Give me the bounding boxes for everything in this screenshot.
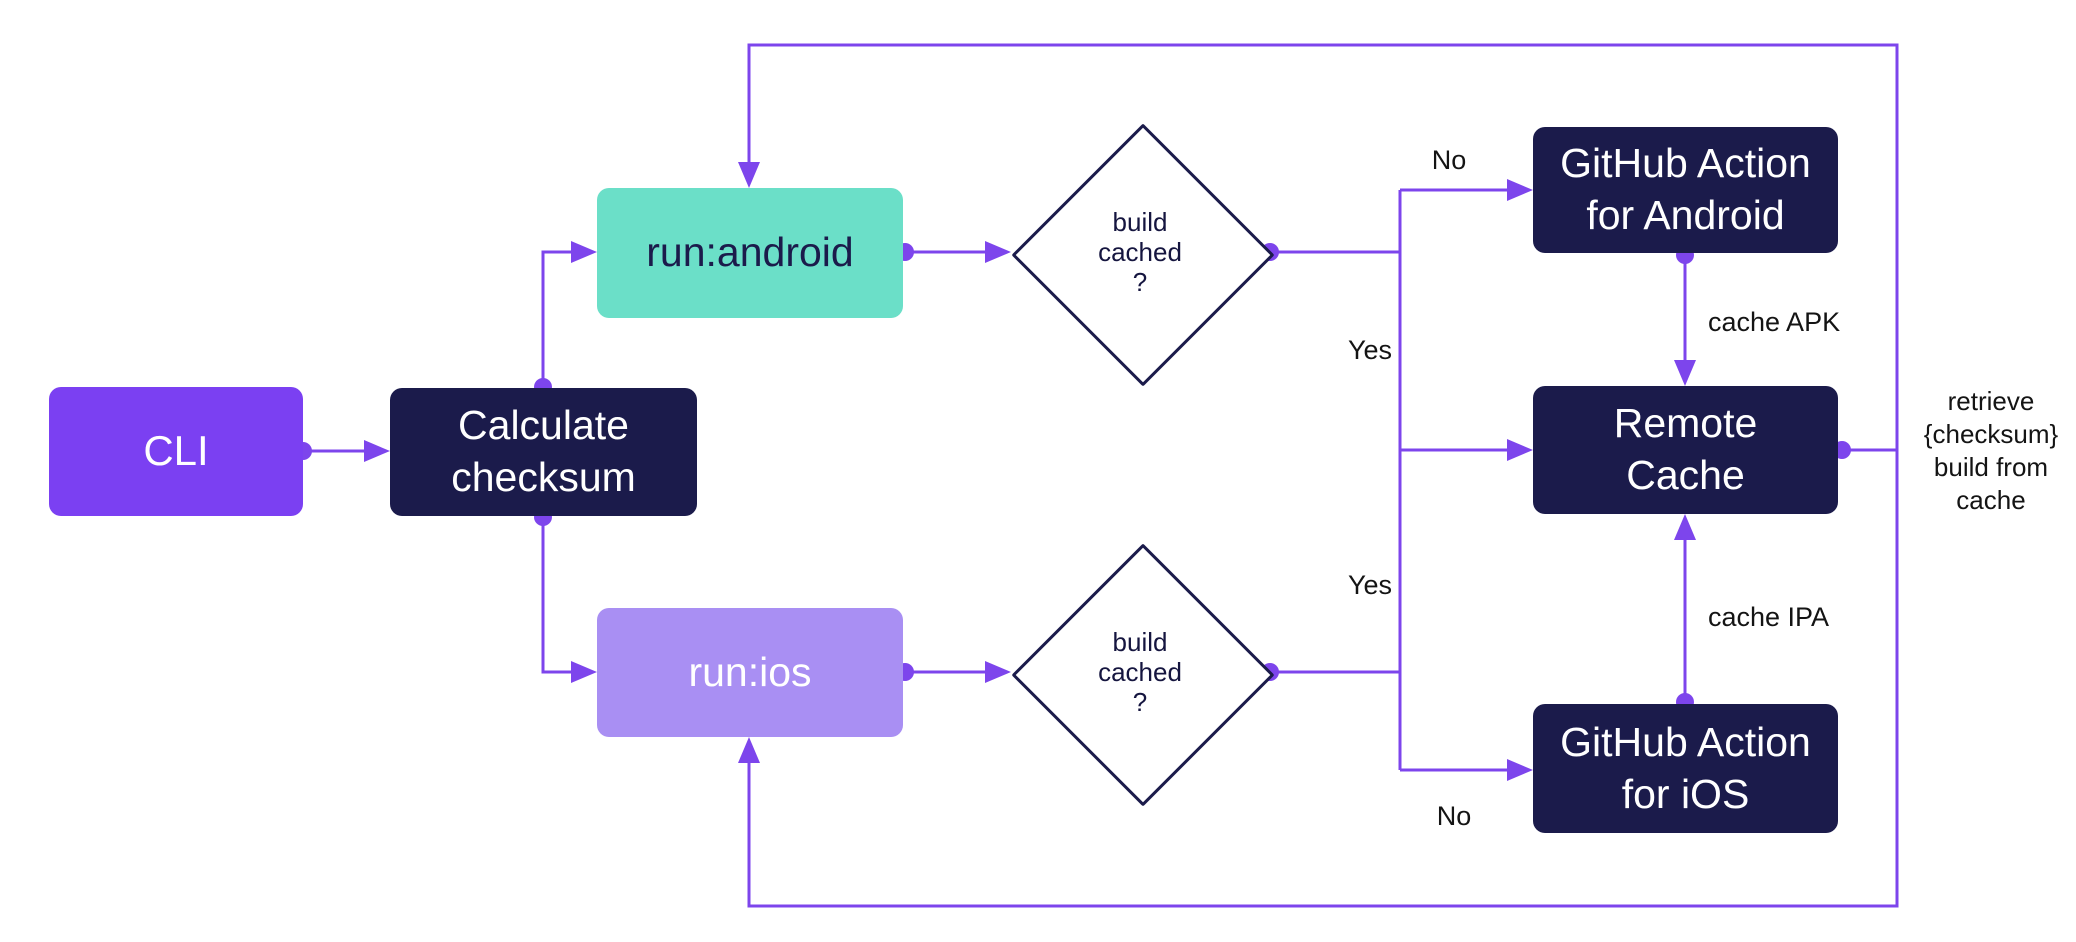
arrowhead-into-gha-android [1507,179,1533,201]
node-github-action-ios: GitHub Action for iOS [1533,704,1838,833]
edge-label-retrieve-from-cache: retrieve {checksum} build from cache [1923,386,2059,515]
edge-checksum-to-run-android [541,250,589,387]
edge-label-ios-yes: Yes [1347,570,1392,600]
arrowhead-loop-into-run-ios [738,737,760,763]
node-cli: CLI [49,387,303,516]
node-github-action-android-label: GitHub Action for Android [1560,140,1811,238]
node-github-action-ios-label: GitHub Action for iOS [1560,718,1811,817]
arrowhead-into-android-decision [985,241,1011,263]
edge-label-android-yes: Yes [1347,335,1392,365]
decision-ios-build-cached-label: build cached ? [1098,627,1182,717]
node-run-android-label: run:android [646,229,854,276]
node-calculate-checksum-label: Calculate checksum [451,402,636,500]
arrowhead-loop-into-run-android [738,162,760,188]
arrowhead-into-remote-cache-left [1507,439,1533,461]
node-github-action-android: GitHub Action for Android [1533,127,1838,253]
node-run-ios: run:ios [597,608,903,737]
node-remote-cache: Remote Cache [1533,386,1838,514]
edge-checksum-to-run-ios [541,517,589,674]
edge-label-cache-apk: cache APK [1708,307,1841,337]
arrowhead-into-run-android [571,241,597,263]
edge-label-cache-ipa: cache IPA [1708,602,1830,632]
arrowhead-into-gha-ios [1507,759,1533,781]
node-cli-label: CLI [143,427,209,475]
decision-android-build-cached-label: build cached ? [1098,207,1182,297]
node-calculate-checksum: Calculate checksum [390,388,697,516]
arrowhead-into-run-ios [571,661,597,683]
arrowhead-into-checksum [364,440,390,462]
arrowhead-cache-apk-down [1674,360,1696,386]
node-remote-cache-label: Remote Cache [1613,400,1758,498]
node-run-android: run:android [597,188,903,318]
node-run-ios-label: run:ios [688,648,812,695]
arrowhead-into-ios-decision [985,661,1011,683]
arrowhead-cache-ipa-up [1674,514,1696,540]
edge-label-android-no: No [1431,145,1467,175]
edge-label-ios-no: No [1436,801,1472,831]
edge-feedback-loop [747,43,1899,908]
